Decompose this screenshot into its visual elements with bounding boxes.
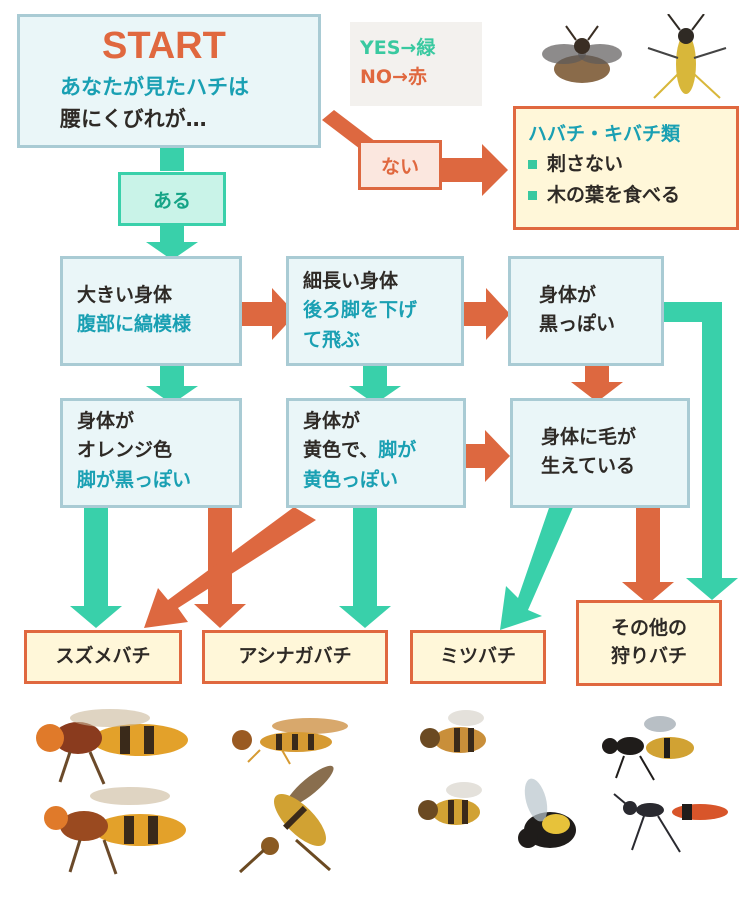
q-orange-line1: 身体が (77, 407, 229, 436)
paper-wasp-icon (232, 718, 348, 764)
q-orange-body: 身体が オレンジ色 脚が黒っぽい (60, 398, 242, 508)
spider-wasp-icon (614, 794, 728, 852)
sawfly-item-2: 木の葉を食べる (528, 180, 736, 210)
wasp-photos-icon (20, 700, 750, 890)
q-yellow-line2b: 脚が (378, 439, 416, 461)
arrow-hair-mitsu (500, 505, 574, 630)
arrow-yellow-hair-head (485, 430, 510, 482)
start-line2: 腰にくびれが… (60, 103, 318, 136)
q-yellow-body: 身体が 黄色で、脚が 黄色っぽい (286, 398, 466, 508)
label-no: ない (358, 140, 442, 190)
horntail-icon (648, 14, 726, 98)
sawfly-item-1-text: 刺さない (547, 153, 623, 175)
arrow-yellow-ashinaga-head (339, 606, 391, 628)
q-slender-line1: 細長い身体 (303, 267, 451, 296)
q-slender-line3: て飛ぶ (303, 326, 451, 355)
legend-no: NO→赤 (360, 63, 482, 92)
q-yellow-line2a: 黄色で、 (303, 439, 378, 461)
q-black-body: 身体が 黒っぽい (508, 256, 664, 366)
arrow-aru-down (160, 225, 184, 243)
arrow-slender-black-head (486, 288, 510, 340)
hunting-wasp-icon (602, 716, 694, 780)
sawfly-icon (542, 26, 622, 83)
sawfly-title: ハバチ・キバチ類 (528, 119, 736, 149)
q-hair-line1: 身体に毛が (541, 423, 677, 452)
q-orange-line2: オレンジ色 (77, 436, 229, 465)
arrow-start-down (160, 145, 184, 171)
result-other-line1: その他の (611, 615, 687, 643)
result-other-hunting-wasp: その他の 狩りバチ (576, 600, 722, 686)
start-title: START (60, 27, 318, 67)
arrow-big-down (160, 365, 184, 387)
sawfly-photos-icon (530, 14, 730, 104)
sawfly-item-1: 刺さない (528, 149, 736, 179)
honeybee-icon (420, 710, 486, 753)
q-hair-body: 身体に毛が 生えている (510, 398, 690, 508)
result-suzumebachi: スズメバチ (24, 630, 182, 684)
arrow-black-hair (585, 365, 609, 383)
q-big-body: 大きい身体 腹部に縞模様 (60, 256, 242, 366)
hornet-icon-2 (44, 787, 186, 874)
arrow-slender-black (462, 302, 488, 326)
bullet-icon (528, 191, 537, 200)
arrow-orange-suzume (84, 507, 108, 609)
arrow-slender-down (363, 365, 387, 387)
q-yellow-line1: 身体が (303, 407, 453, 436)
sawfly-item-2-text: 木の葉を食べる (547, 184, 680, 206)
arrow-yellow-hair (465, 444, 487, 468)
q-yellow-line3: 黄色っぽい (303, 466, 453, 495)
arrow-hair-other (636, 507, 660, 585)
arrow-yellow-ashinaga (353, 507, 377, 609)
arrow-nai-head (482, 144, 508, 196)
q-slender-line2: 後ろ脚を下げ (303, 296, 451, 325)
q-yellow-line2: 黄色で、脚が (303, 436, 453, 465)
bullet-icon (528, 160, 537, 169)
legend: YES→緑 NO→赤 (350, 22, 482, 106)
result-mitsubachi: ミツバチ (410, 630, 546, 684)
result-sawfly: ハバチ・キバチ類 刺さない 木の葉を食べる (513, 106, 739, 230)
q-orange-line3: 脚が黒っぽい (77, 466, 229, 495)
q-big-line1: 大きい身体 (77, 281, 229, 310)
bumblebee-icon (518, 776, 576, 848)
q-black-line2: 黒っぽい (539, 310, 651, 339)
q-big-line2: 腹部に縞模様 (77, 310, 229, 339)
label-yes: ある (118, 172, 226, 226)
result-other-line2: 狩りバチ (611, 643, 687, 671)
arrow-big-slender (240, 302, 274, 326)
q-black-line1: 身体が (539, 281, 651, 310)
result-ashinagabachi: アシナガバチ (202, 630, 388, 684)
hornet-icon (36, 709, 188, 784)
q-slender-body: 細長い身体 後ろ脚を下げ て飛ぶ (286, 256, 464, 366)
start-box: START あなたが見たハチは 腰にくびれが… (17, 14, 321, 148)
arrow-orange-suzume-head (70, 606, 122, 628)
arrow-orange-ashinaga-head (194, 604, 246, 628)
paper-wasp-icon-2 (240, 761, 338, 872)
q-hair-line2: 生えている (541, 452, 677, 481)
legend-yes: YES→緑 (360, 34, 482, 63)
honeybee-icon-2 (418, 782, 482, 825)
start-line1: あなたが見たハチは (60, 71, 318, 104)
